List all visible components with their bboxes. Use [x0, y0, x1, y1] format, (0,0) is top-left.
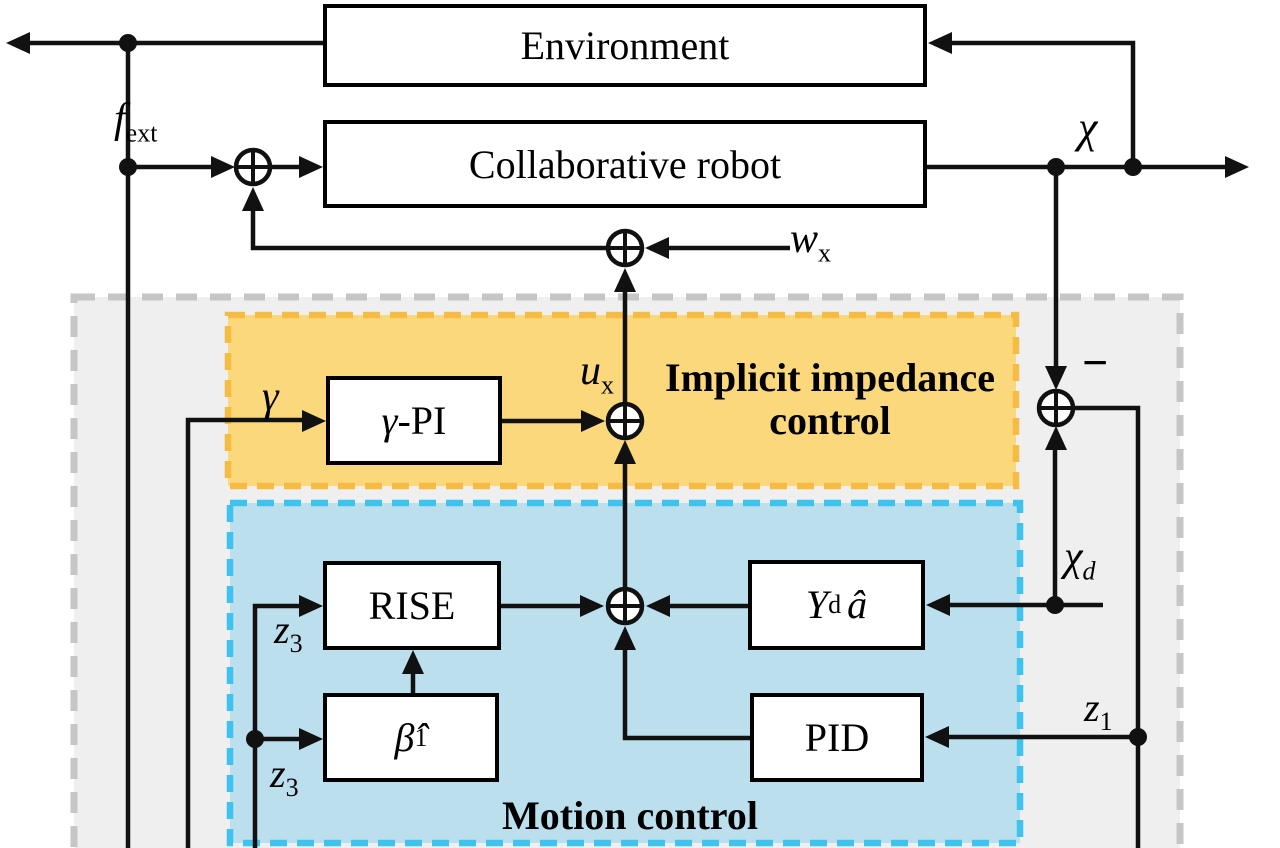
arrow-into-environment	[928, 32, 952, 54]
beta1-label: β̂1	[394, 714, 428, 760]
environment-block	[323, 4, 927, 87]
z3-lower-signal-label: z3	[270, 751, 299, 801]
chi-signal-label: χ	[1078, 106, 1097, 150]
arrow-chid-into-error-sum	[1045, 426, 1067, 450]
wire-wx-sum-to-fext-sum	[250, 209, 608, 251]
gamma-pi-block	[326, 376, 502, 465]
arrow-up-into-fext-sum	[242, 187, 264, 211]
sum-junction-wx	[605, 228, 645, 268]
arrow-gamma-into-gammapi	[302, 410, 326, 432]
pid-block	[750, 693, 924, 782]
sum-junction-error	[1036, 388, 1076, 428]
chid-main: χ	[1064, 534, 1083, 580]
minus-sign-label: −	[1082, 340, 1108, 386]
z3-upper-main: z	[274, 607, 290, 652]
signal-wires	[28, 40, 1227, 848]
impedance-region-title: Implicit impedance control	[665, 355, 995, 444]
rise-label: RISE	[368, 583, 456, 628]
rise-block	[323, 561, 501, 650]
dot-chid-branch	[1046, 596, 1064, 614]
sum-junction-ux	[605, 401, 645, 441]
chid-signal-label: χd	[1064, 534, 1095, 584]
ux-signal-label: ux	[552, 348, 614, 398]
yda-block	[748, 560, 925, 650]
sum-junction-motion	[605, 586, 645, 626]
yda-label-y: Y	[805, 582, 829, 627]
wire-z3-to-rise	[252, 603, 300, 848]
yda-label-ahat: â	[847, 582, 868, 627]
fext-sub: ext	[125, 118, 158, 148]
beta1-label-main: β̂	[394, 714, 415, 760]
z3-upper-signal-label: z3	[274, 607, 303, 657]
wx-signal-label: wx	[790, 216, 831, 266]
arrow-pid-into-motion-sum	[614, 626, 636, 650]
beta1-block	[323, 693, 499, 782]
z1-main: z	[1084, 685, 1100, 730]
junction-dots	[119, 34, 1147, 748]
minus-main: −	[1082, 337, 1109, 388]
robot-block	[323, 120, 927, 208]
chid-sub: d	[1082, 556, 1096, 586]
dot-fext-branch	[119, 158, 137, 176]
arrow-z1-into-pid	[925, 726, 949, 748]
fext-signal-label: fext	[114, 96, 157, 146]
arrow-z3-into-rise	[299, 595, 323, 617]
arrow-z3-into-beta	[299, 728, 323, 750]
z1-signal-label: z1	[1084, 685, 1113, 735]
arrow-ux-into-wx-sum	[614, 268, 636, 292]
chi-main: χ	[1078, 103, 1098, 152]
wx-main: w	[790, 216, 819, 262]
dot-z3-branch	[246, 730, 264, 748]
environment-label: Environment	[520, 23, 730, 68]
robot-label: Collaborative robot	[468, 141, 782, 187]
arrow-into-ux-sum-bottom	[614, 440, 636, 464]
process-blocks	[323, 4, 927, 782]
gamma-main: γ	[262, 374, 279, 420]
gamma-pi-label: γ-PI	[328, 378, 500, 463]
gamma-pi-label-pi: -PI	[397, 398, 447, 443]
arrow-env-output-left	[6, 32, 30, 54]
ux-main: u	[580, 348, 601, 394]
dot-chi-branch-2	[1124, 158, 1142, 176]
z1-sub: 1	[1099, 707, 1113, 736]
motion-region-title: Motion control	[502, 793, 758, 838]
wire-chi-to-environment	[950, 40, 1136, 167]
arrow-chi-into-error-sum	[1045, 366, 1067, 390]
arrow-rise-into-motion-sum	[580, 595, 604, 617]
wire-gamma-feedback	[185, 417, 303, 848]
gamma-signal-label: γ	[262, 376, 279, 418]
dot-chi-branch-1	[1047, 158, 1065, 176]
arrow-into-robot	[299, 156, 323, 178]
arrow-yda-into-motion-sum	[646, 595, 670, 617]
wire-pid-output	[622, 650, 752, 741]
dot-z1-branch	[1129, 728, 1147, 746]
gamma-pi-label-gamma: γ	[381, 398, 398, 443]
arrow-into-ux-sum-left	[581, 410, 605, 432]
arrow-beta-into-rise	[402, 650, 424, 674]
summing-junctions	[233, 147, 1076, 626]
arrow-chid-into-yda	[926, 594, 950, 616]
arrow-chi-output-right	[1225, 156, 1249, 178]
pid-label: PID	[804, 715, 870, 760]
wire-error-sum-output	[1073, 405, 1141, 848]
z3-lower-sub: 3	[285, 773, 299, 802]
arrow-into-fext-sum	[211, 156, 235, 178]
z3-lower-main: z	[270, 751, 286, 796]
arrow-wx-into-sum	[645, 237, 669, 259]
sum-junction-fext	[233, 147, 273, 187]
ux-sub: x	[601, 370, 614, 400]
dot-env-branch	[119, 34, 137, 52]
wx-sub: x	[818, 238, 832, 268]
arrowheads	[6, 32, 1249, 750]
z3-upper-sub: 3	[289, 629, 303, 658]
fext-main: f	[114, 96, 126, 142]
